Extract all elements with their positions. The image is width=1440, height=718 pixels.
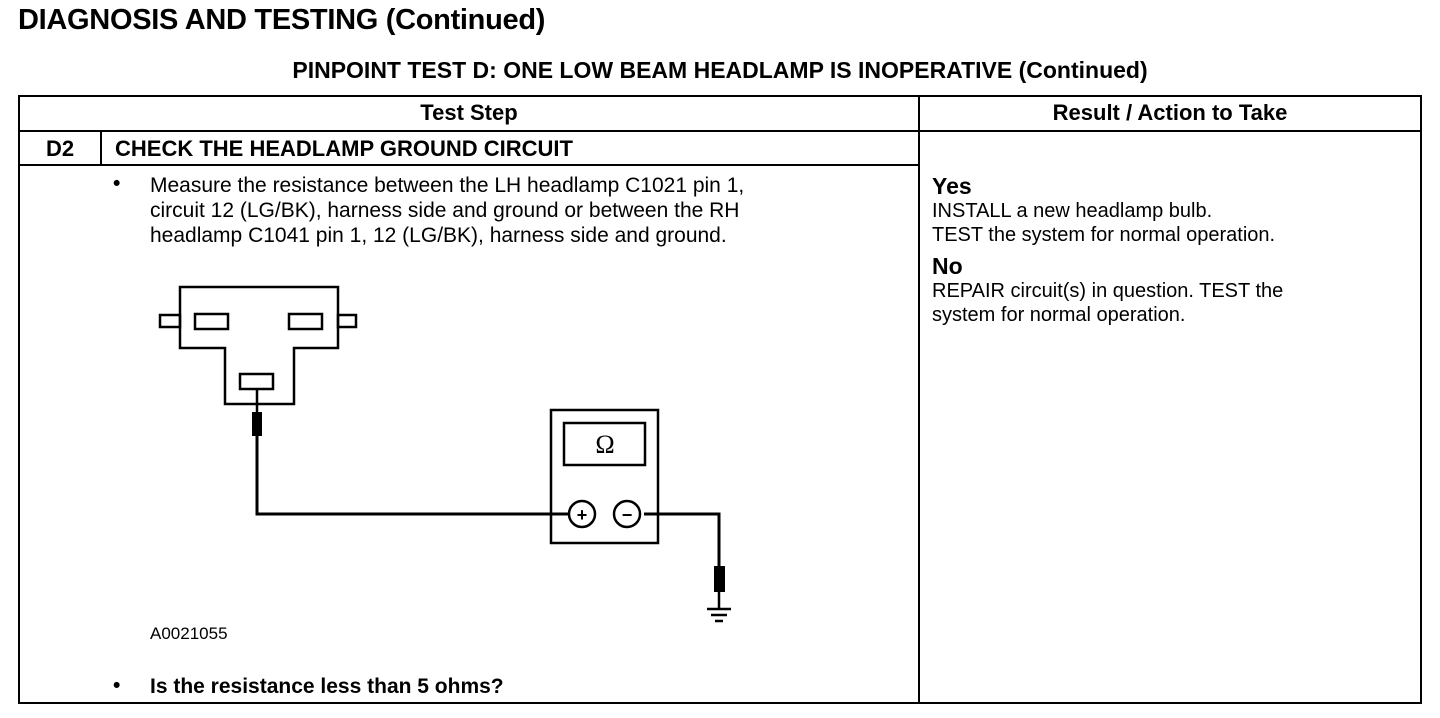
result-yes-action: INSTALL a new headlamp bulb. bbox=[932, 200, 1213, 222]
result-yes-label: Yes bbox=[932, 173, 972, 199]
question-bullet: • bbox=[113, 674, 121, 697]
table-top-border bbox=[18, 95, 1422, 97]
minus-symbol: − bbox=[622, 505, 633, 525]
result-no-action: system for normal operation. bbox=[932, 304, 1186, 326]
step-question: Is the resistance less than 5 ohms? bbox=[150, 675, 504, 698]
step-id-divider bbox=[100, 130, 102, 166]
instruction-line: circuit 12 (LG/BK), harness side and gro… bbox=[150, 199, 740, 222]
negative-lead bbox=[644, 512, 721, 566]
connector-terminal-left bbox=[193, 312, 230, 331]
table-left-border bbox=[18, 95, 20, 704]
step-row-divider bbox=[18, 164, 920, 166]
table-right-border bbox=[1420, 95, 1422, 704]
header-divider bbox=[18, 130, 1422, 132]
connector-right-tab bbox=[336, 313, 358, 329]
instruction-line: Measure the resistance between the LH he… bbox=[150, 174, 745, 197]
header-result-action: Result / Action to Take bbox=[1052, 100, 1288, 125]
negative-probe-tip bbox=[714, 566, 725, 592]
result-actions: Yes INSTALL a new headlamp bulb. TEST th… bbox=[932, 173, 1283, 327]
connector-terminal-pin1 bbox=[238, 372, 275, 391]
connector-left-tab bbox=[158, 313, 182, 329]
step-instruction: Measure the resistance between the LH he… bbox=[150, 173, 744, 248]
instruction-bullet: • bbox=[113, 172, 121, 195]
pinpoint-test-title: PINPOINT TEST D: ONE LOW BEAM HEADLAMP I… bbox=[292, 57, 1148, 83]
connector-terminal-right bbox=[287, 312, 324, 331]
ohmmeter-display bbox=[562, 421, 647, 467]
result-no-action: REPAIR circuit(s) in question. TEST the bbox=[932, 280, 1284, 302]
figure-id: A0021055 bbox=[150, 624, 228, 643]
step-heading: CHECK THE HEADLAMP GROUND CIRCUIT bbox=[115, 136, 573, 161]
positive-lead bbox=[255, 436, 568, 516]
result-yes-action: TEST the system for normal operation. bbox=[932, 224, 1276, 246]
negative-terminal bbox=[612, 499, 642, 529]
table-bottom-border bbox=[18, 702, 1422, 704]
header-test-step: Test Step bbox=[420, 100, 518, 125]
positive-probe-tip bbox=[252, 412, 262, 436]
ohmmeter-body bbox=[549, 408, 660, 545]
ohm-symbol: Ω bbox=[595, 430, 614, 459]
step-id: D2 bbox=[45, 136, 75, 161]
instruction-line: headlamp C1041 pin 1, 12 (LG/BK), harnes… bbox=[150, 224, 727, 247]
positive-terminal bbox=[567, 499, 597, 529]
connector-outline bbox=[178, 285, 340, 406]
column-divider bbox=[918, 95, 920, 704]
page-title: DIAGNOSIS AND TESTING (Continued) bbox=[18, 4, 546, 36]
plus-symbol: + bbox=[577, 505, 588, 525]
result-no-label: No bbox=[932, 253, 963, 279]
